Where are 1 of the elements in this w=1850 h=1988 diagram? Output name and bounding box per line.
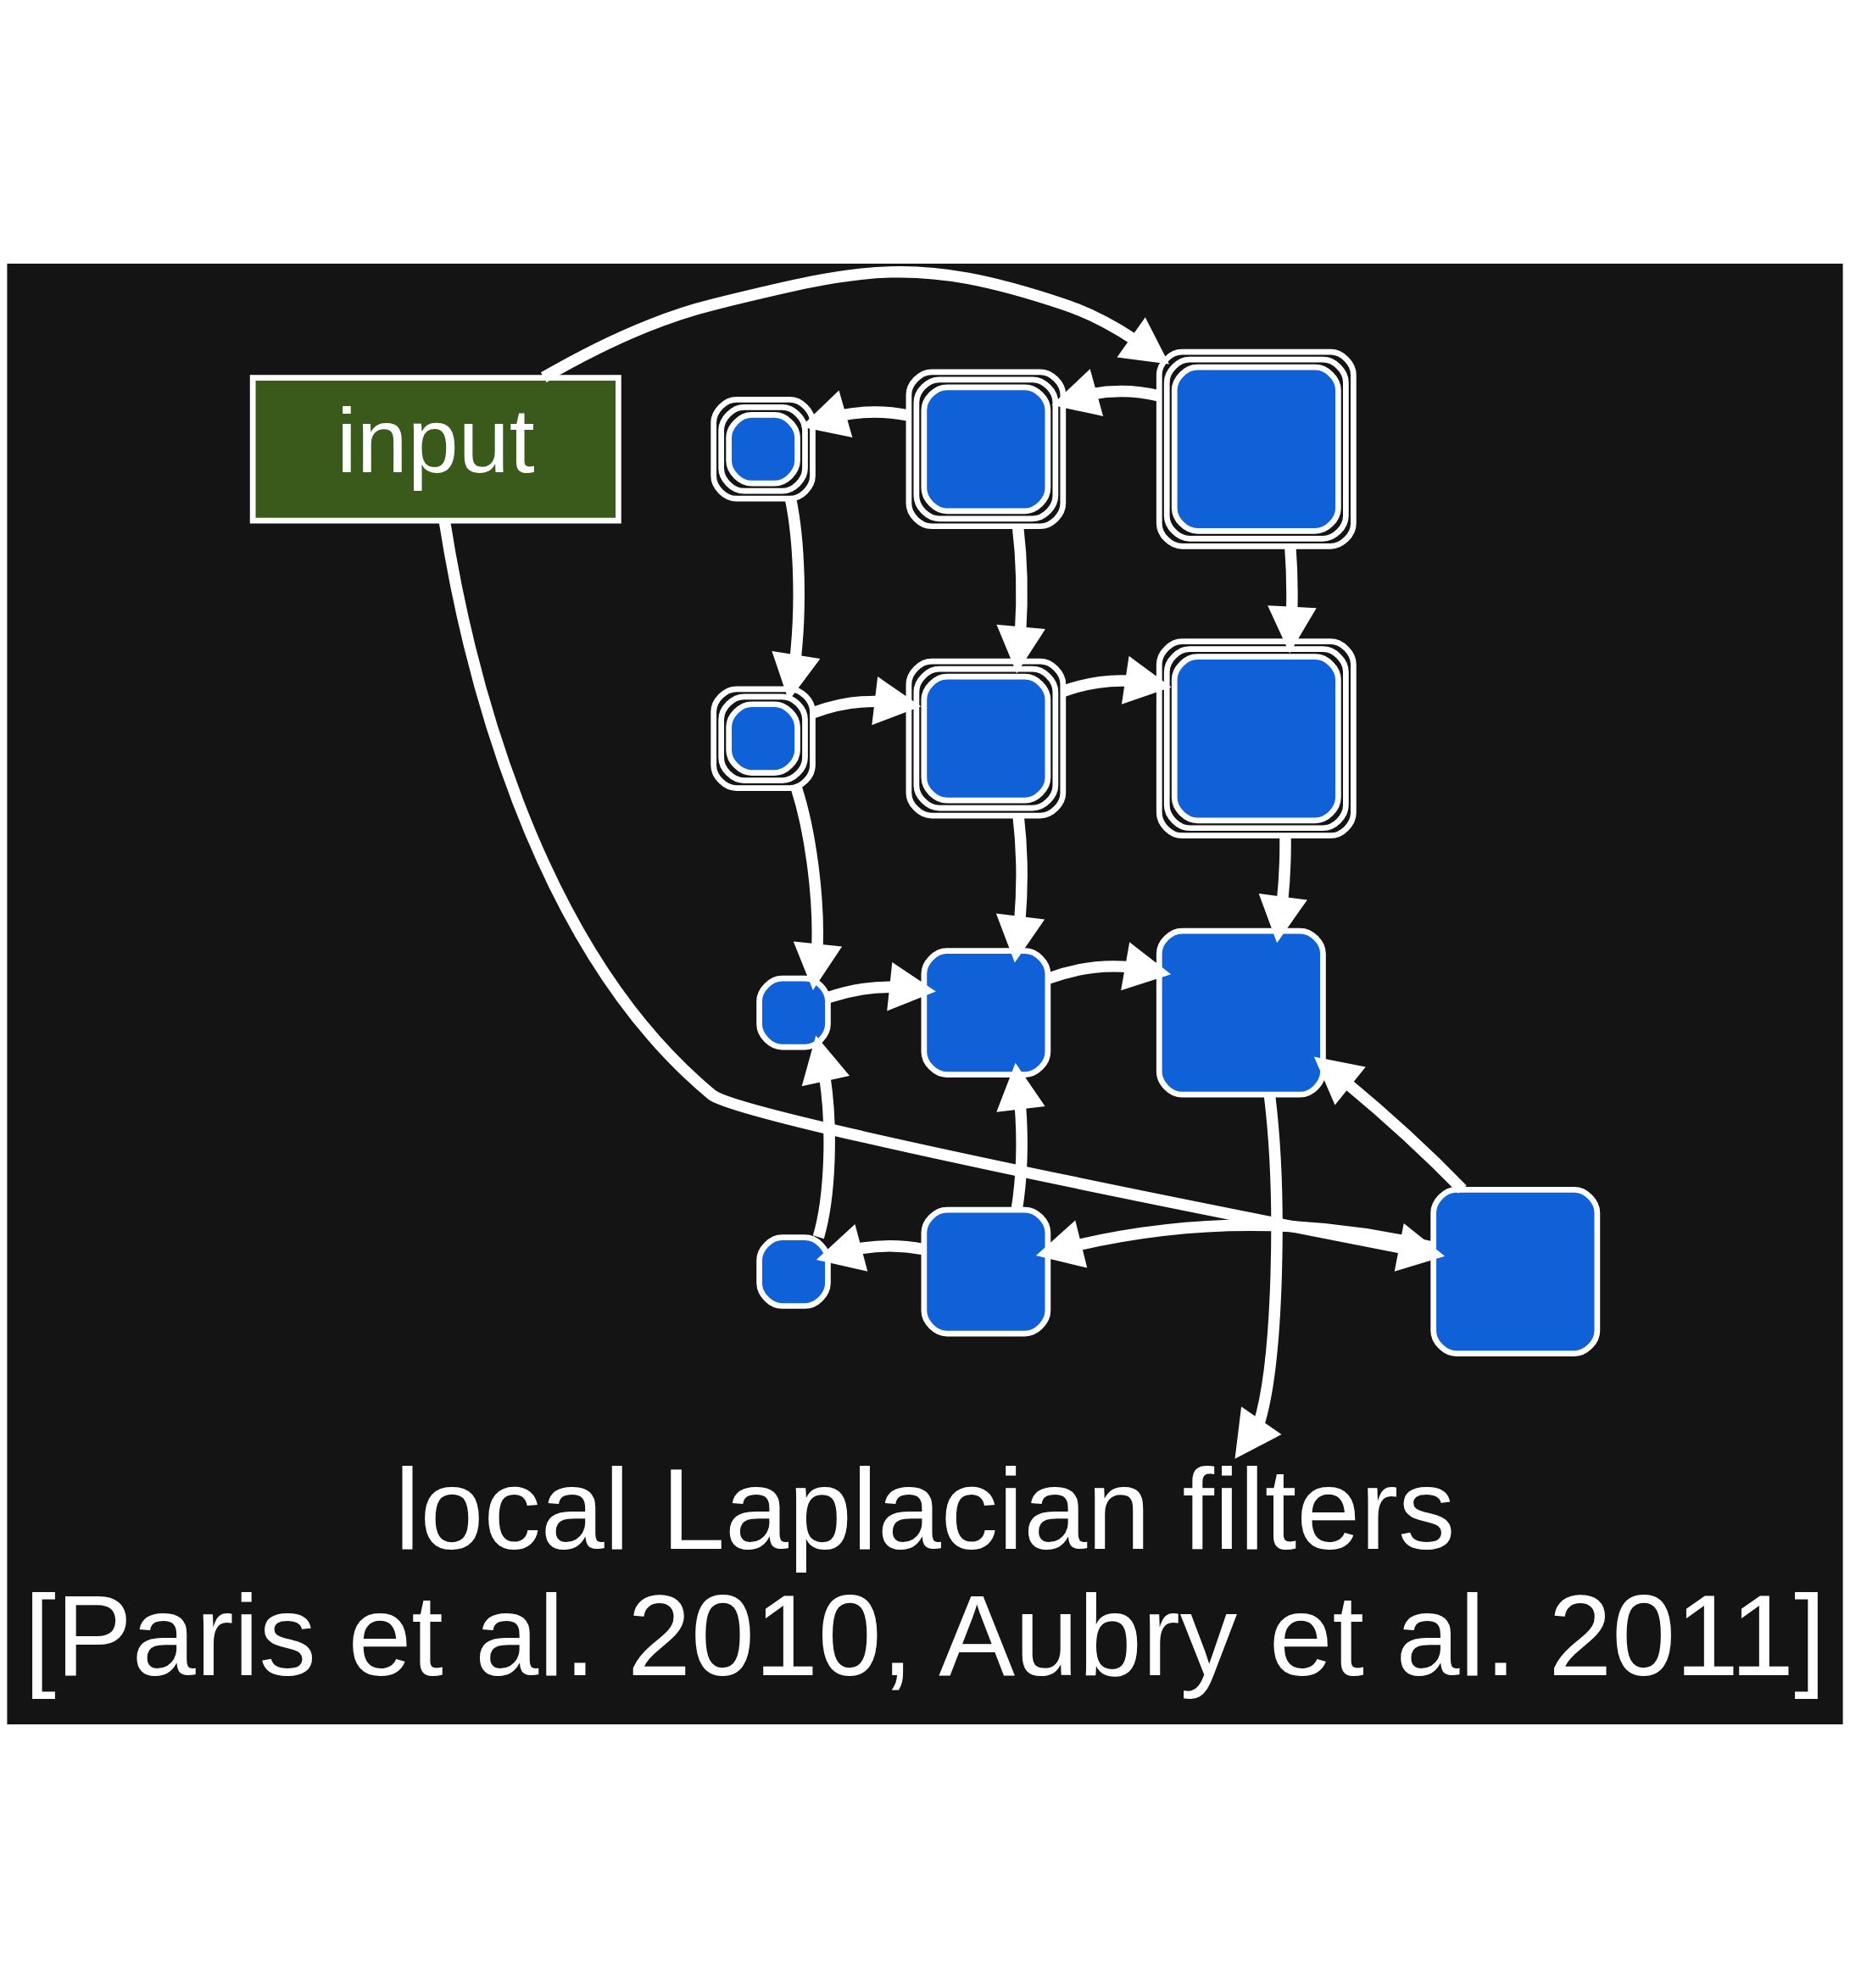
diagram-title: local Laplacian filters xyxy=(394,1445,1456,1574)
